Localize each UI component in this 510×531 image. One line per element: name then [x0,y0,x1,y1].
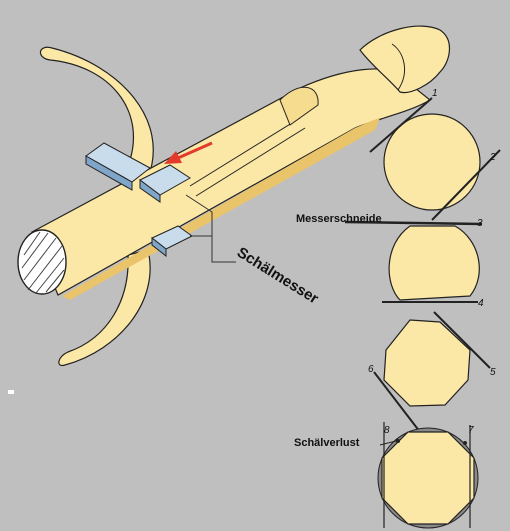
knife-leader [185,194,236,263]
step-number-3: 3 [477,218,483,229]
section-octagon [373,311,491,433]
slot [279,86,319,126]
log-tip [359,25,450,94]
section-flattened [344,220,483,303]
step-number-8: 8 [384,425,390,436]
groove-line [189,117,306,197]
section-round [369,97,501,221]
stray-mark [8,390,14,394]
lower-handle [58,249,151,367]
log-body [31,68,432,296]
peel-loss-label: Schälverlust [294,437,360,449]
knife-upper [85,142,191,203]
step-number-2: 2 [489,152,496,163]
step-number-4: 4 [478,298,484,309]
log-end-section [17,229,67,295]
step-number-1: 1 [432,88,438,99]
section-hatching [21,231,65,294]
tip-ring [391,43,406,91]
step-number-6: 6 [368,364,374,375]
log-shade [62,118,380,300]
cutting-edge-label: Messerschneide [296,213,382,225]
step-number-5: 5 [490,367,496,378]
section-peel-loss [377,422,479,529]
step-number-7: 7 [468,425,474,436]
knife-label: Schälmesser [234,244,322,308]
log-illustration: Schälmesser [17,25,450,367]
direction-arrow [164,141,213,164]
section-sequence: 1 2 3 4 5 6 7 8 Messerschneide Schälverl… [294,88,501,529]
